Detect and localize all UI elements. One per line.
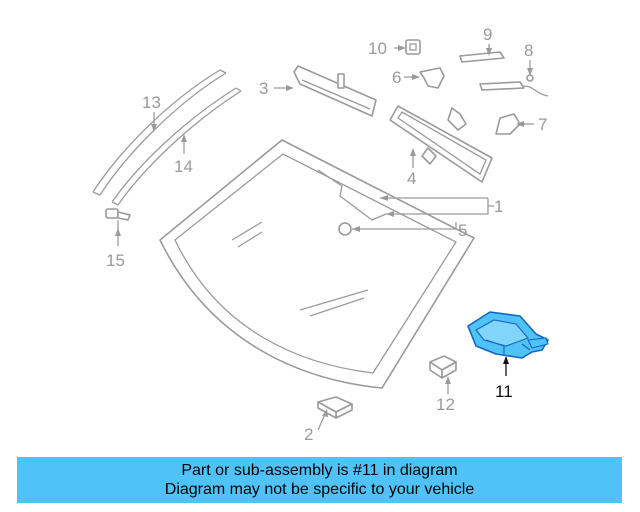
callout-1: 1 bbox=[494, 197, 503, 216]
callout-3: 3 bbox=[259, 79, 268, 98]
callout-8: 8 bbox=[524, 41, 533, 60]
callout-5: 5 bbox=[458, 221, 467, 240]
part-6-clip bbox=[419, 67, 445, 89]
part-15-clip bbox=[105, 208, 131, 232]
callout-2: 2 bbox=[304, 425, 313, 444]
callout-13: 13 bbox=[142, 93, 161, 112]
callout-15: 15 bbox=[106, 251, 125, 270]
callout-4: 4 bbox=[407, 169, 416, 188]
part-10-clip bbox=[405, 39, 421, 55]
part-8-wiring bbox=[479, 74, 549, 97]
parts-diagram: 1 2 3 4 5 6 7 8 9 10 11 12 13 14 15 bbox=[92, 25, 549, 444]
part-14-molding bbox=[111, 87, 242, 206]
callout-labels: 1 2 3 4 5 6 7 8 9 10 11 12 13 14 15 bbox=[106, 25, 547, 444]
part-9-bracket bbox=[459, 51, 505, 63]
callout-12: 12 bbox=[436, 395, 455, 414]
banner-line-1: Part or sub-assembly is #11 in diagram bbox=[181, 462, 458, 479]
part-7-cover bbox=[495, 113, 521, 135]
banner-line-2: Diagram may not be specific to your vehi… bbox=[164, 481, 475, 498]
callout-10: 10 bbox=[368, 39, 387, 58]
part-5-sensor bbox=[338, 222, 352, 236]
leader-lines bbox=[115, 44, 534, 431]
part-1-windshield bbox=[159, 139, 475, 389]
part-12-module bbox=[429, 355, 457, 379]
part-4-mirror bbox=[389, 105, 493, 183]
callout-14: 14 bbox=[174, 157, 193, 176]
part-13-molding bbox=[92, 69, 227, 196]
info-banner: Part or sub-assembly is #11 in diagram D… bbox=[17, 457, 622, 503]
callout-6: 6 bbox=[392, 68, 401, 87]
callout-7: 7 bbox=[538, 115, 547, 134]
part-3-mirror bbox=[293, 65, 377, 117]
part-2-bracket bbox=[317, 396, 353, 419]
part-11-module bbox=[467, 311, 549, 359]
callout-9: 9 bbox=[483, 25, 492, 44]
callout-11: 11 bbox=[495, 382, 513, 401]
